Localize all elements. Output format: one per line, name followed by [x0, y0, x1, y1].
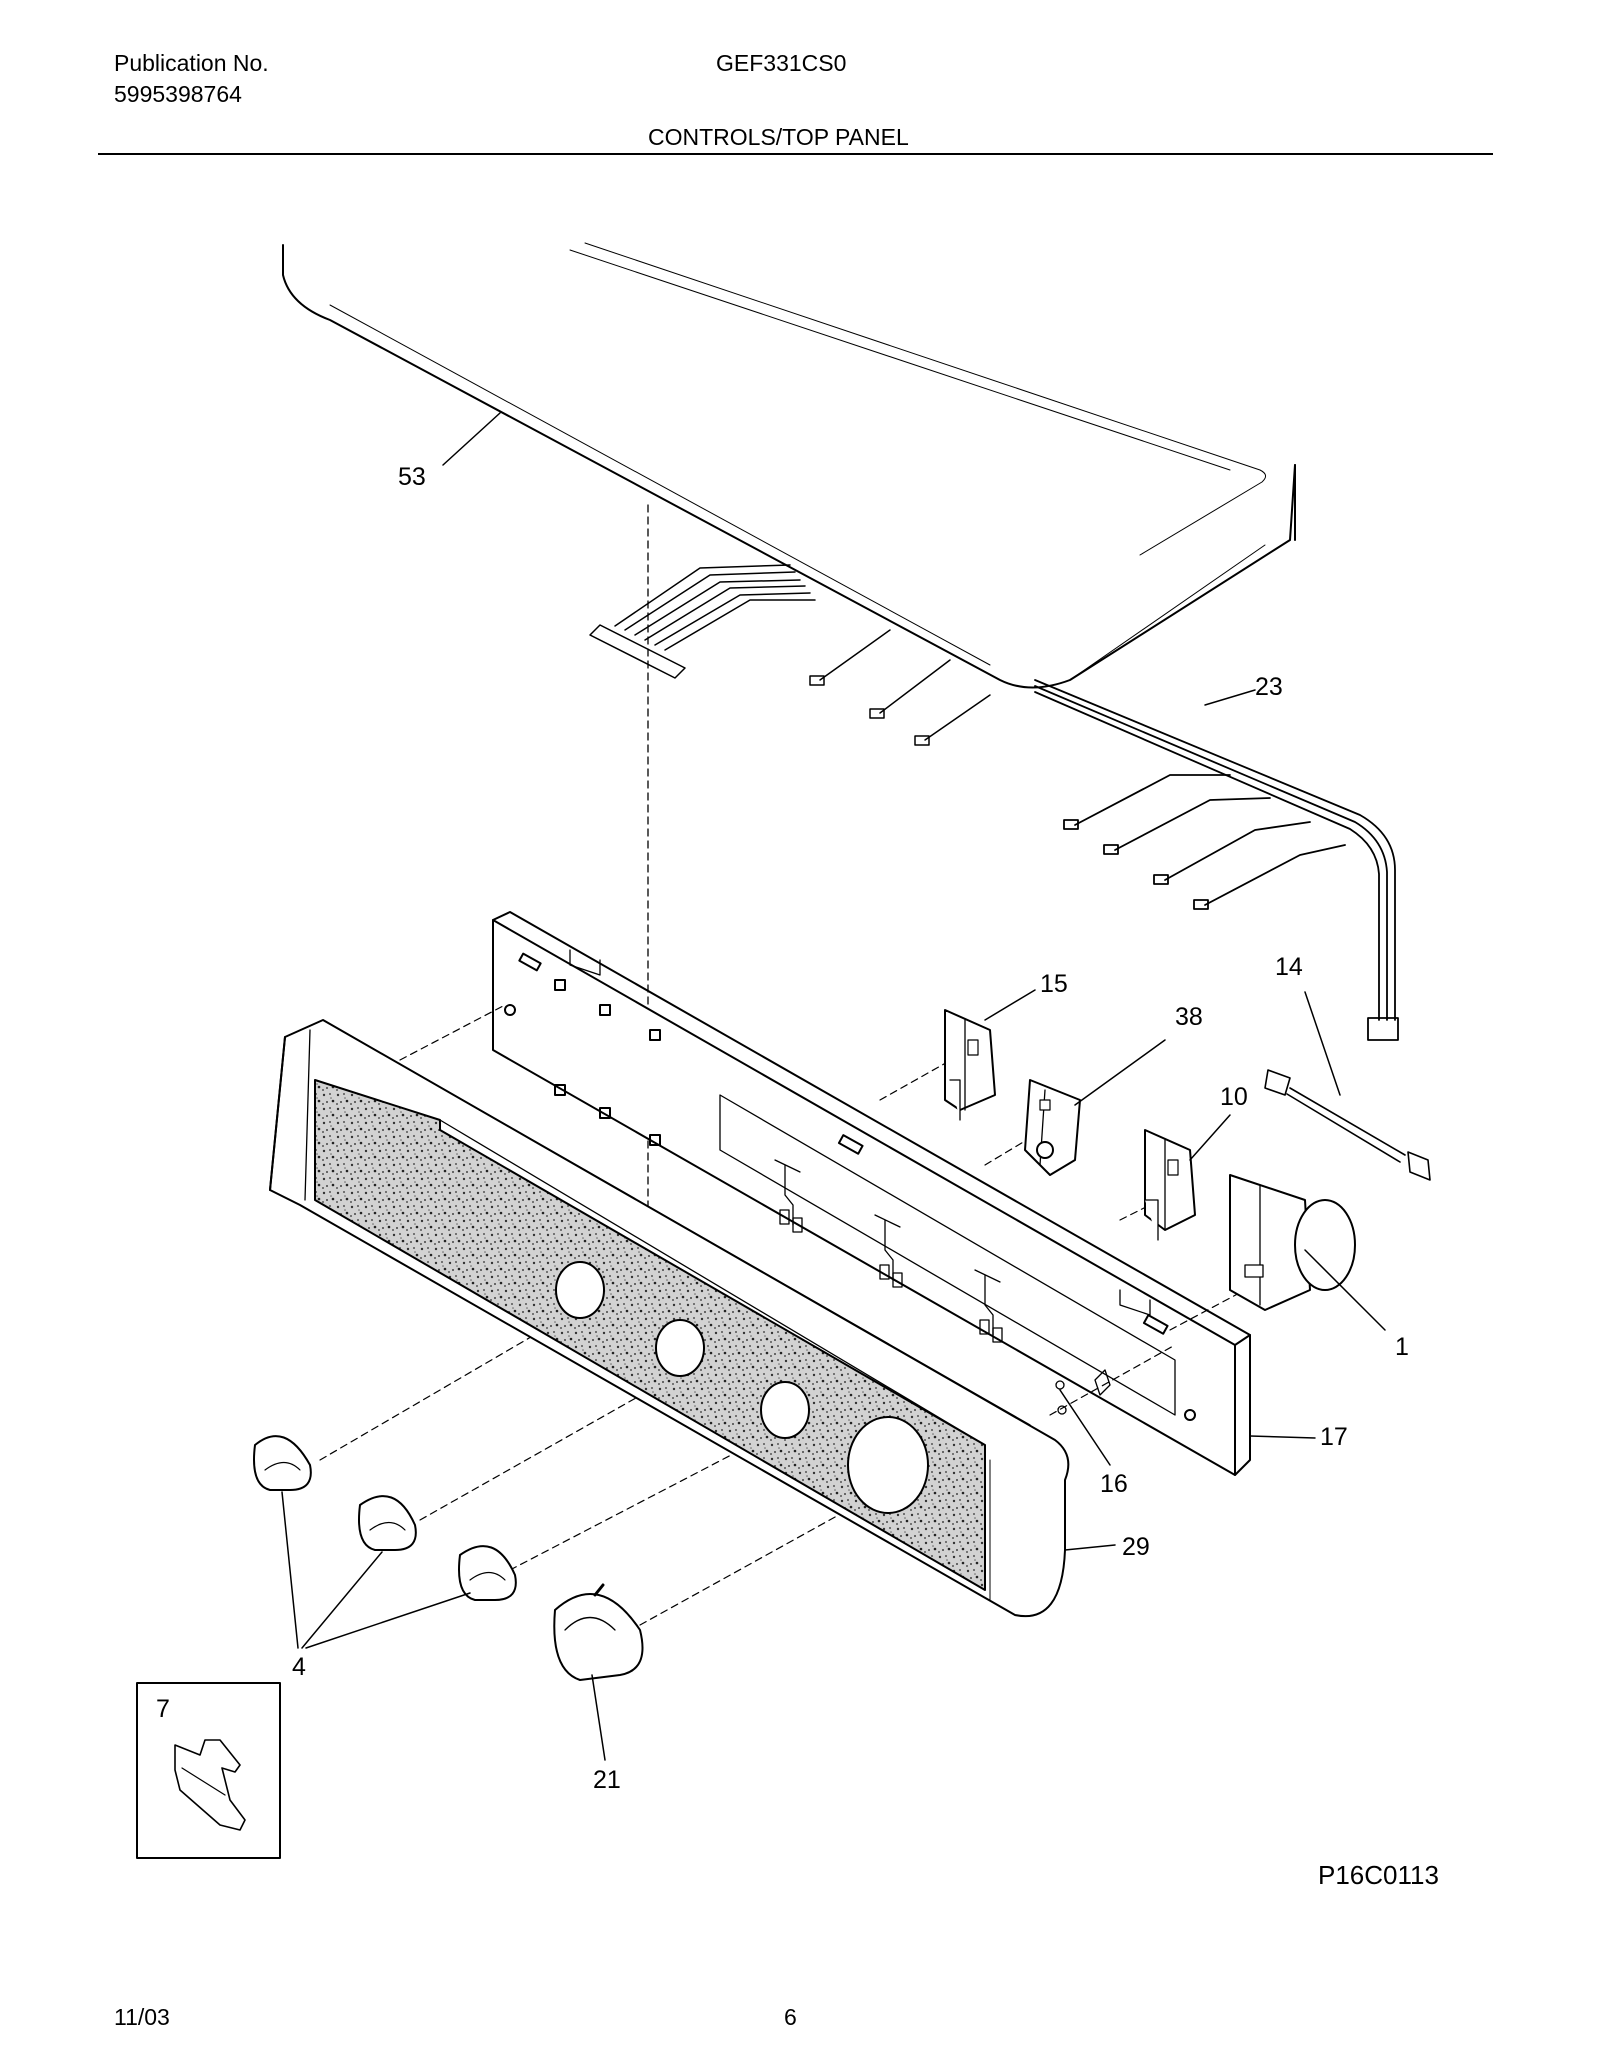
callout-4: 4 — [292, 1653, 306, 1681]
timer-part-1 — [1229, 1174, 1356, 1311]
section-title: CONTROLS/TOP PANEL — [648, 124, 909, 150]
callout-10: 10 — [1220, 1083, 1248, 1111]
switch-part-10 — [1144, 1129, 1196, 1241]
jumper-wire-14 — [1264, 1069, 1431, 1181]
header-rule — [98, 153, 1493, 155]
switch-part-15 — [944, 1009, 996, 1121]
inset-box-part-7 — [136, 1682, 281, 1859]
control-panel-backplate — [492, 911, 1251, 1476]
leader-lines — [281, 412, 1386, 1761]
callout-14: 14 — [1275, 953, 1303, 981]
publication-number: 5995398764 — [114, 81, 242, 107]
ribbon-connector — [589, 564, 816, 679]
callout-29: 29 — [1122, 1533, 1150, 1561]
callout-23: 23 — [1255, 673, 1283, 701]
callout-16: 16 — [1100, 1470, 1128, 1498]
callout-labels: 53 23 14 15 38 10 1 17 16 29 4 7 21 — [156, 463, 1409, 1794]
callout-53: 53 — [398, 463, 426, 491]
callout-17: 17 — [1320, 1423, 1348, 1451]
knob-part-21 — [553, 1583, 644, 1681]
publication-label: Publication No. — [114, 50, 269, 76]
front-console — [269, 1019, 1070, 1618]
callout-15: 15 — [1040, 970, 1068, 998]
callout-21: 21 — [593, 1766, 621, 1794]
page-number: 6 — [784, 2004, 797, 2030]
callout-1: 1 — [1395, 1333, 1409, 1361]
wire-harness — [1034, 679, 1399, 1041]
model-number: GEF331CS0 — [716, 50, 847, 76]
footer-date: 11/03 — [114, 2004, 170, 2030]
callout-38: 38 — [1175, 1003, 1203, 1031]
top-panel — [282, 242, 1296, 689]
switch-part-38 — [1024, 1079, 1081, 1176]
figure-code: P16C0113 — [1318, 1860, 1439, 1890]
knob-part-4 — [253, 1435, 517, 1601]
wire-leads — [809, 629, 991, 746]
callout-7: 7 — [156, 1695, 170, 1723]
